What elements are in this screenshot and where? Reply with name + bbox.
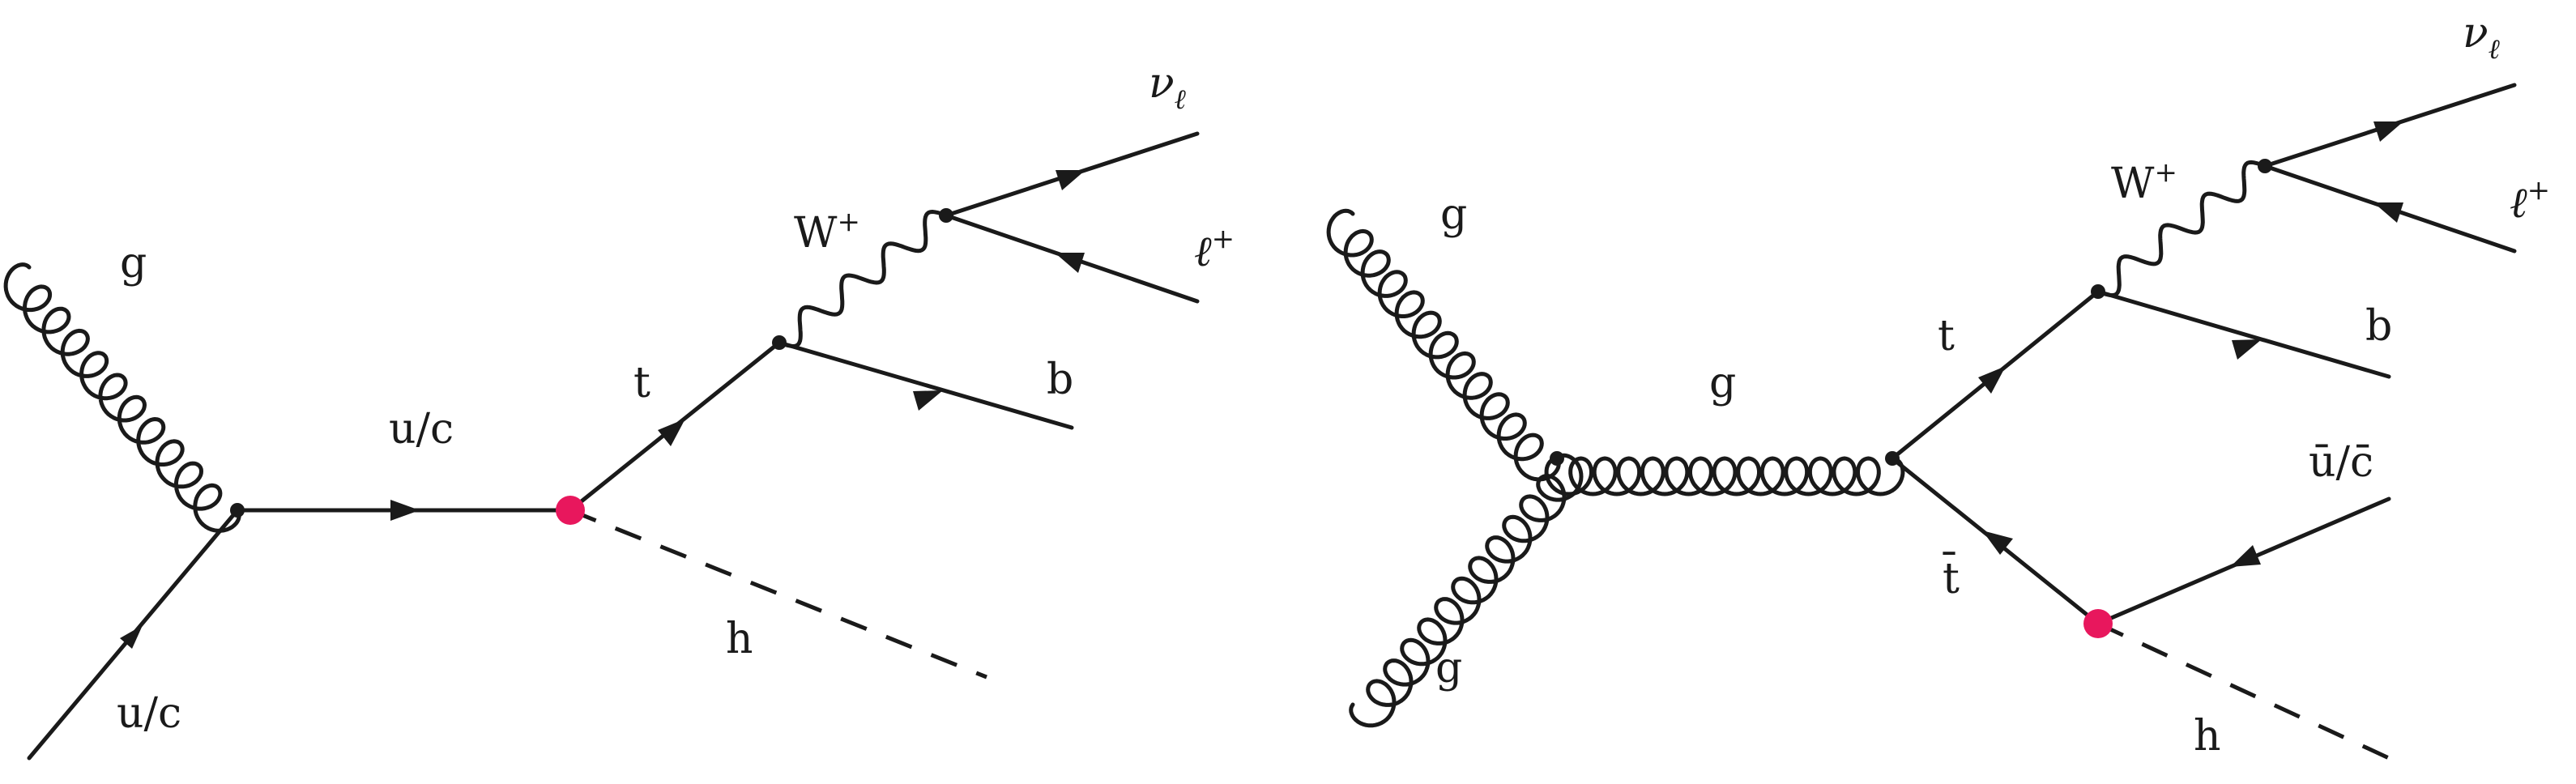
label-w-boson-charge: + [837, 206, 860, 238]
label-antiquark: ū/c̄ [2309, 438, 2373, 487]
label-gluon-in: g [120, 239, 147, 288]
gluon-line-incoming-bottom [1349, 453, 1584, 728]
label-w-boson-symbol: W [794, 209, 838, 258]
arrow-neutrino [1056, 170, 1085, 190]
vertex-dot [1885, 451, 1900, 466]
label-neutrino: νℓ [1149, 59, 1186, 116]
label-gluon-propagator: g [1709, 359, 1736, 407]
label-higgs: h [726, 615, 753, 663]
arrow-quark-incoming [120, 625, 143, 649]
gluon-line-incoming [3, 262, 241, 533]
vertex-dot [230, 503, 245, 518]
label-neutrino: νℓ [2463, 9, 2500, 66]
bottom-quark-line [2096, 289, 2391, 379]
vertex-dot [2258, 159, 2272, 173]
label-quark-in: u/c [117, 689, 181, 738]
arrow-top-quark [1978, 366, 2006, 394]
label-w-boson: W+ [794, 206, 860, 258]
label-lepton-symbol: ℓ [1194, 228, 1212, 276]
label-w-boson-charge: + [2154, 156, 2177, 189]
higgs-line [2096, 621, 2390, 761]
label-bottom: b [2365, 302, 2392, 351]
arrow-bottom-quark [913, 390, 943, 411]
label-neutrino-subscript: ℓ [1175, 83, 1186, 116]
label-quark-propagator: u/c [389, 405, 454, 454]
vertex-dot [772, 335, 787, 350]
vertex-dot [1550, 451, 1564, 466]
gluon-propagator [1544, 456, 1905, 496]
label-lepton-symbol: ℓ [2510, 179, 2527, 228]
arrow-lepton [2373, 202, 2403, 223]
label-lepton: ℓ+ [2510, 174, 2550, 228]
vertex-dot [2091, 284, 2105, 299]
label-neutrino-subscript: ℓ [2489, 33, 2500, 66]
label-gluon-in-top: g [1440, 190, 1467, 239]
higgs-line [569, 508, 987, 680]
arrow-antiquark [2230, 545, 2261, 567]
label-w-boson-symbol: W [2111, 160, 2155, 208]
label-higgs: h [2194, 712, 2221, 761]
label-neutrino-symbol: ν [2463, 9, 2489, 58]
diagram-left: g u/c u/c t W+ b νℓ ℓ+ h [3, 59, 1235, 761]
arrow-quark-propagator [390, 500, 420, 521]
label-antitop: t̄ [1943, 552, 1960, 603]
w-boson-line [777, 210, 949, 348]
arrow-antitop-quark [1982, 530, 2013, 555]
label-lepton: ℓ+ [1194, 223, 1235, 276]
fcnc-vertex [556, 496, 585, 525]
label-w-boson: W+ [2111, 156, 2177, 208]
gluon-line-incoming-top [1326, 208, 1561, 482]
fcnc-vertex [2083, 609, 2113, 638]
label-lepton-charge: + [1212, 223, 1235, 255]
label-bottom: b [1047, 356, 1073, 404]
label-top: t [633, 359, 650, 407]
arrow-top-quark [658, 419, 685, 446]
label-gluon-in-bottom: g [1435, 644, 1462, 692]
label-top: t [1938, 312, 1955, 360]
label-neutrino-symbol: ν [1149, 59, 1175, 108]
w-boson-line [2096, 160, 2267, 298]
vertex-dot [939, 208, 953, 223]
diagram-right: g g g t t̄ W+ b νℓ ℓ+ ū/c̄ h [1326, 9, 2550, 761]
label-lepton-charge: + [2527, 174, 2551, 207]
arrow-lepton [1055, 253, 1085, 273]
arrow-bottom-quark [2232, 339, 2262, 360]
bottom-quark-line [777, 340, 1074, 430]
arrow-neutrino [2373, 121, 2403, 142]
